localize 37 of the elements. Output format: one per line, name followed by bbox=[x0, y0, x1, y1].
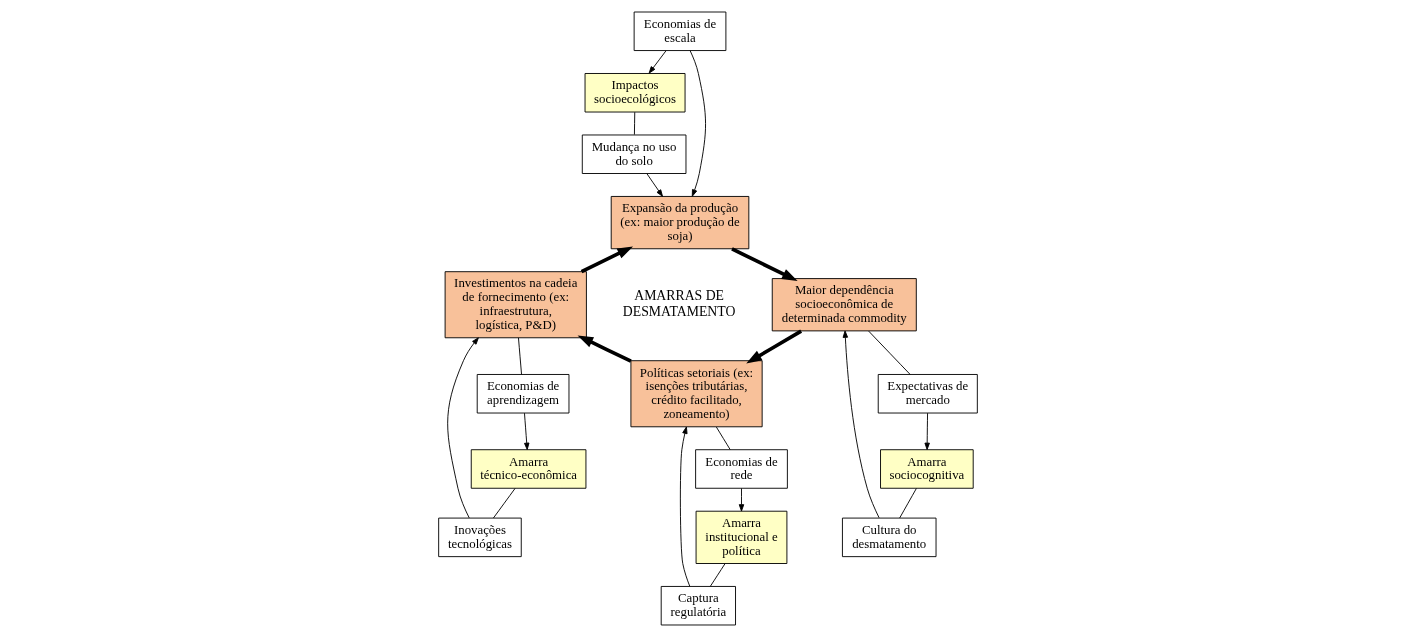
arrow bbox=[679, 426, 690, 587]
node-box: Economias de rede bbox=[694, 449, 788, 489]
arrow bbox=[645, 173, 663, 197]
node-box: Captura regulatória bbox=[660, 586, 736, 626]
arrow bbox=[689, 50, 706, 197]
node-box: Maior dependência socioeconômica de determinada commodity bbox=[771, 278, 917, 332]
connector bbox=[715, 426, 731, 450]
node-box: Expansão da produção (ex: maior produção de soja) bbox=[610, 196, 749, 250]
connector bbox=[709, 563, 725, 587]
arrow bbox=[730, 247, 798, 281]
label: AMARRAS DE DESMATAMENTO bbox=[622, 288, 735, 319]
arrow bbox=[738, 488, 744, 512]
arrow bbox=[745, 329, 802, 364]
arrow bbox=[577, 335, 632, 363]
node-box: Amarra sociocognitiva bbox=[879, 449, 974, 489]
node-box: Impactos socioecológicos bbox=[584, 73, 685, 113]
node-box: Amarra técnico-econômica bbox=[470, 449, 586, 489]
node-box: Amarra institucional e política bbox=[695, 510, 787, 564]
node-box: Economias de aprendizagem bbox=[476, 374, 569, 414]
node-box: Inovações tecnológicas bbox=[437, 517, 522, 558]
connector bbox=[898, 488, 917, 519]
node-box: Economias de escala bbox=[633, 11, 726, 51]
node-box: Expectativas de mercado bbox=[877, 374, 978, 414]
arrow bbox=[523, 412, 529, 450]
node-box: Políticas setoriais (ex: isenções tributárias, crédito facilitado, zoneamento) bbox=[629, 360, 763, 428]
arrow bbox=[923, 412, 930, 450]
arrow bbox=[446, 337, 479, 519]
node-box: Cultura do desmatamento bbox=[841, 517, 936, 558]
node-box: Mudança no uso do solo bbox=[581, 134, 686, 174]
connector bbox=[867, 330, 911, 375]
connector bbox=[492, 488, 515, 519]
arrow bbox=[842, 330, 880, 519]
arrow bbox=[580, 246, 633, 274]
node-box: Investimentos na cadeia de fornecimento (ex: infraestrutura, logística, P&D) bbox=[444, 271, 587, 339]
connector bbox=[633, 111, 635, 136]
arrow bbox=[648, 50, 666, 74]
connector bbox=[517, 337, 522, 375]
